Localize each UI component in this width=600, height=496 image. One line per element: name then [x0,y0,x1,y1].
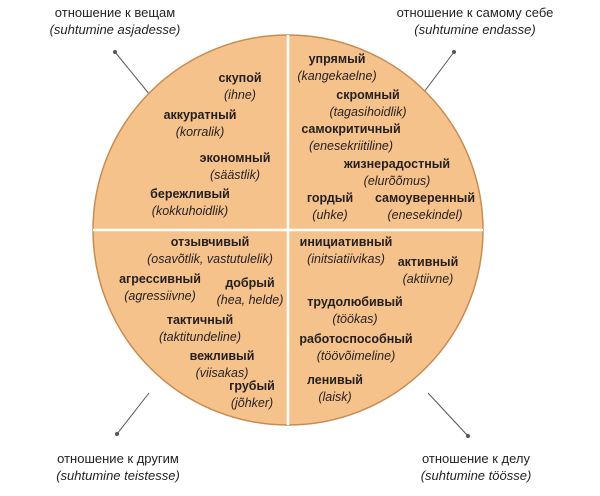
trait-et: (aktiivne) [402,272,454,286]
trait-ru: упрямый [308,52,366,66]
trait-akkuratny: аккуратный (korralik) [140,107,260,141]
trait-ru: самоуверенный [374,191,476,205]
trait-et: (jõhker) [230,396,274,410]
trait-ru: тактичный [166,313,234,327]
trait-et: (kangekaelne) [297,69,377,83]
trait-ru: вежливый [189,349,255,363]
trait-et: (viisakas) [195,366,249,380]
trait-samokritichny: самокритичный (enesekriitiline) [286,121,416,155]
trait-ru: скромный [336,88,400,102]
trait-lenivy: ленивый (laisk) [290,372,380,406]
trait-ru: работоспособный [299,332,413,346]
pointer-line-others [116,392,150,435]
trait-et: (enesekindel) [387,208,463,222]
trait-ru: отзывчивый [170,235,250,249]
category-work: отношение к делу (suhtumine töösse) [386,450,566,484]
category-self-ru: отношение к самому себе [396,5,554,20]
category-work-et: (suhtumine töösse) [420,468,532,483]
pointer-dot-things [113,50,117,54]
trait-et: (säästlik) [209,168,260,182]
trait-et: (hea, helde) [216,293,284,307]
trait-rabotosposobny: работоспособный (töövõimeline) [286,331,426,365]
trait-ru: бережливый [150,187,230,201]
pointer-dot-self [452,50,456,54]
trait-et: (osavõtlik, vastutulelik) [147,252,273,266]
trait-berezhlivy: бережливый (kokkuhoidlik) [120,186,260,220]
trait-ru: самокритичный [301,122,401,136]
trait-ekonomny: экономный (säästlik) [175,150,295,184]
trait-aktivny: активный (aktiivne) [378,254,478,288]
trait-samouverenny: самоуверенный (enesekindel) [360,190,490,224]
trait-ru: активный [397,255,459,269]
trait-ru: экономный [199,151,271,165]
trait-ru: трудолюбивый [307,295,403,309]
trait-ru: жизнерадостный [343,157,451,171]
trait-et: (laisk) [318,390,352,404]
trait-et: (agressiivne) [124,289,196,303]
category-others: отношение к другим (suhtumine teistesse) [28,450,208,484]
trait-gordy: гордый (uhke) [295,190,365,224]
pointer-line-things [114,51,151,96]
trait-zhizneradostny: жизнерадостный (elurõõmus) [327,156,467,190]
category-things-ru: отношение к вещам [54,5,176,20]
trait-et: (elurõõmus) [363,174,431,188]
category-things: отношение к вещам (suhtumine asjadesse) [20,4,210,38]
trait-et: (kokkuhoidlik) [151,204,229,218]
trait-otzyvchivy: отзывчивый (osavõtlik, vastutulelik) [130,234,290,268]
trait-ru: грубый [229,379,275,393]
trait-ru: ленивый [306,373,363,387]
trait-et: (tagasihoidlik) [329,105,407,119]
trait-initsiativny: инициативный (initsiatiivikas) [286,234,406,268]
trait-ru: инициативный [299,235,393,249]
trait-gruby: грубый (jõhker) [212,378,292,412]
pointer-line-self [423,51,455,93]
trait-ru: аккуратный [163,108,237,122]
trait-trudolyubivy: трудолюбивый (töökas) [290,294,420,328]
trait-upryamy: упрямый (kangekaelne) [282,51,392,85]
trait-ru: скупой [218,71,262,85]
trait-ru: гордый [306,191,354,205]
trait-ru: агрессивный [119,272,201,286]
trait-et: (enesekriitiline) [308,139,394,153]
trait-vezhlivy: вежливый (viisakas) [172,348,272,382]
trait-taktichny: тактичный (taktitundeline) [140,312,260,346]
trait-dobry: добрый (hea, helde) [210,275,290,309]
trait-et: (korralik) [175,125,225,139]
trait-et: (uhke) [312,208,348,222]
category-self: отношение к самому себе (suhtumine endas… [370,4,580,38]
trait-agressivny: агрессивный (agressiivne) [100,271,220,305]
category-others-ru: отношение к другим [57,451,179,466]
category-self-et: (suhtumine endasse) [414,22,536,37]
trait-et: (initsiatiivikas) [307,252,385,266]
trait-et: (taktitundeline) [159,330,241,344]
trait-skromny: скромный (tagasihoidlik) [308,87,428,121]
trait-ru: добрый [225,276,275,290]
trait-et: (töökas) [332,312,378,326]
category-things-et: (suhtumine asjadesse) [49,22,181,37]
trait-skupoy: скупой (ihne) [190,70,290,104]
category-work-ru: отношение к делу [421,451,531,466]
pointer-line-work [427,392,469,437]
category-others-et: (suhtumine teistesse) [56,468,180,483]
pointer-dot-work [466,434,470,438]
trait-et: (töövõimeline) [316,349,396,363]
trait-et: (ihne) [224,88,256,102]
pointer-dot-others [115,432,119,436]
